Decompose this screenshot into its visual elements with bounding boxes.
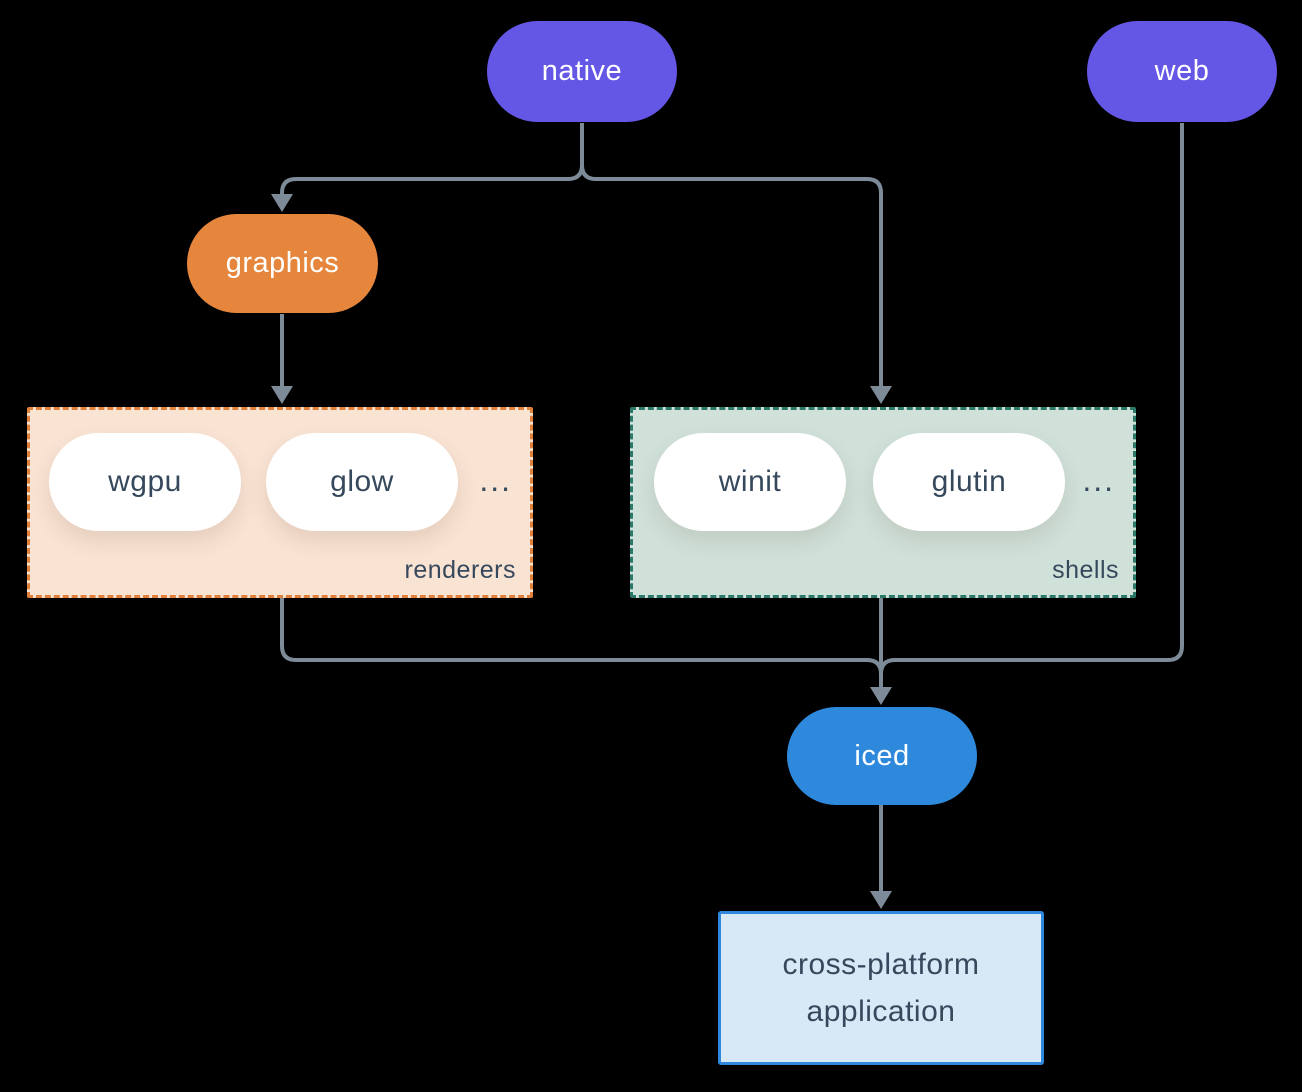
arrowhead-into-shells: [870, 386, 892, 404]
arrowhead-into-renderers: [271, 386, 293, 404]
edge-renderers-to-iced: [280, 598, 883, 675]
shells-group-label: shells: [1052, 556, 1119, 584]
arrowhead-into-graphics: [271, 194, 293, 212]
node-winit: winit: [654, 433, 846, 531]
node-glow: glow: [266, 433, 458, 531]
edge-native-to-graphics: [280, 123, 584, 196]
arrowhead-into-application: [870, 891, 892, 909]
node-iced: iced: [787, 707, 977, 805]
node-wgpu: wgpu: [49, 433, 241, 531]
node-web: web: [1087, 21, 1277, 122]
arrowhead-into-iced: [870, 687, 892, 705]
node-glutin: glutin: [873, 433, 1065, 531]
group-shells: winit glutin ... shells: [630, 407, 1136, 598]
node-cross-platform-application: cross-platform application: [718, 911, 1044, 1065]
renderers-group-label: renderers: [404, 556, 516, 584]
edge-native-to-shells: [580, 123, 883, 387]
renderers-ellipsis: ...: [479, 462, 512, 498]
node-native: native: [487, 21, 677, 122]
shells-ellipsis: ...: [1082, 462, 1115, 498]
node-graphics: graphics: [187, 214, 378, 313]
group-renderers: wgpu glow ... renderers: [27, 407, 533, 598]
